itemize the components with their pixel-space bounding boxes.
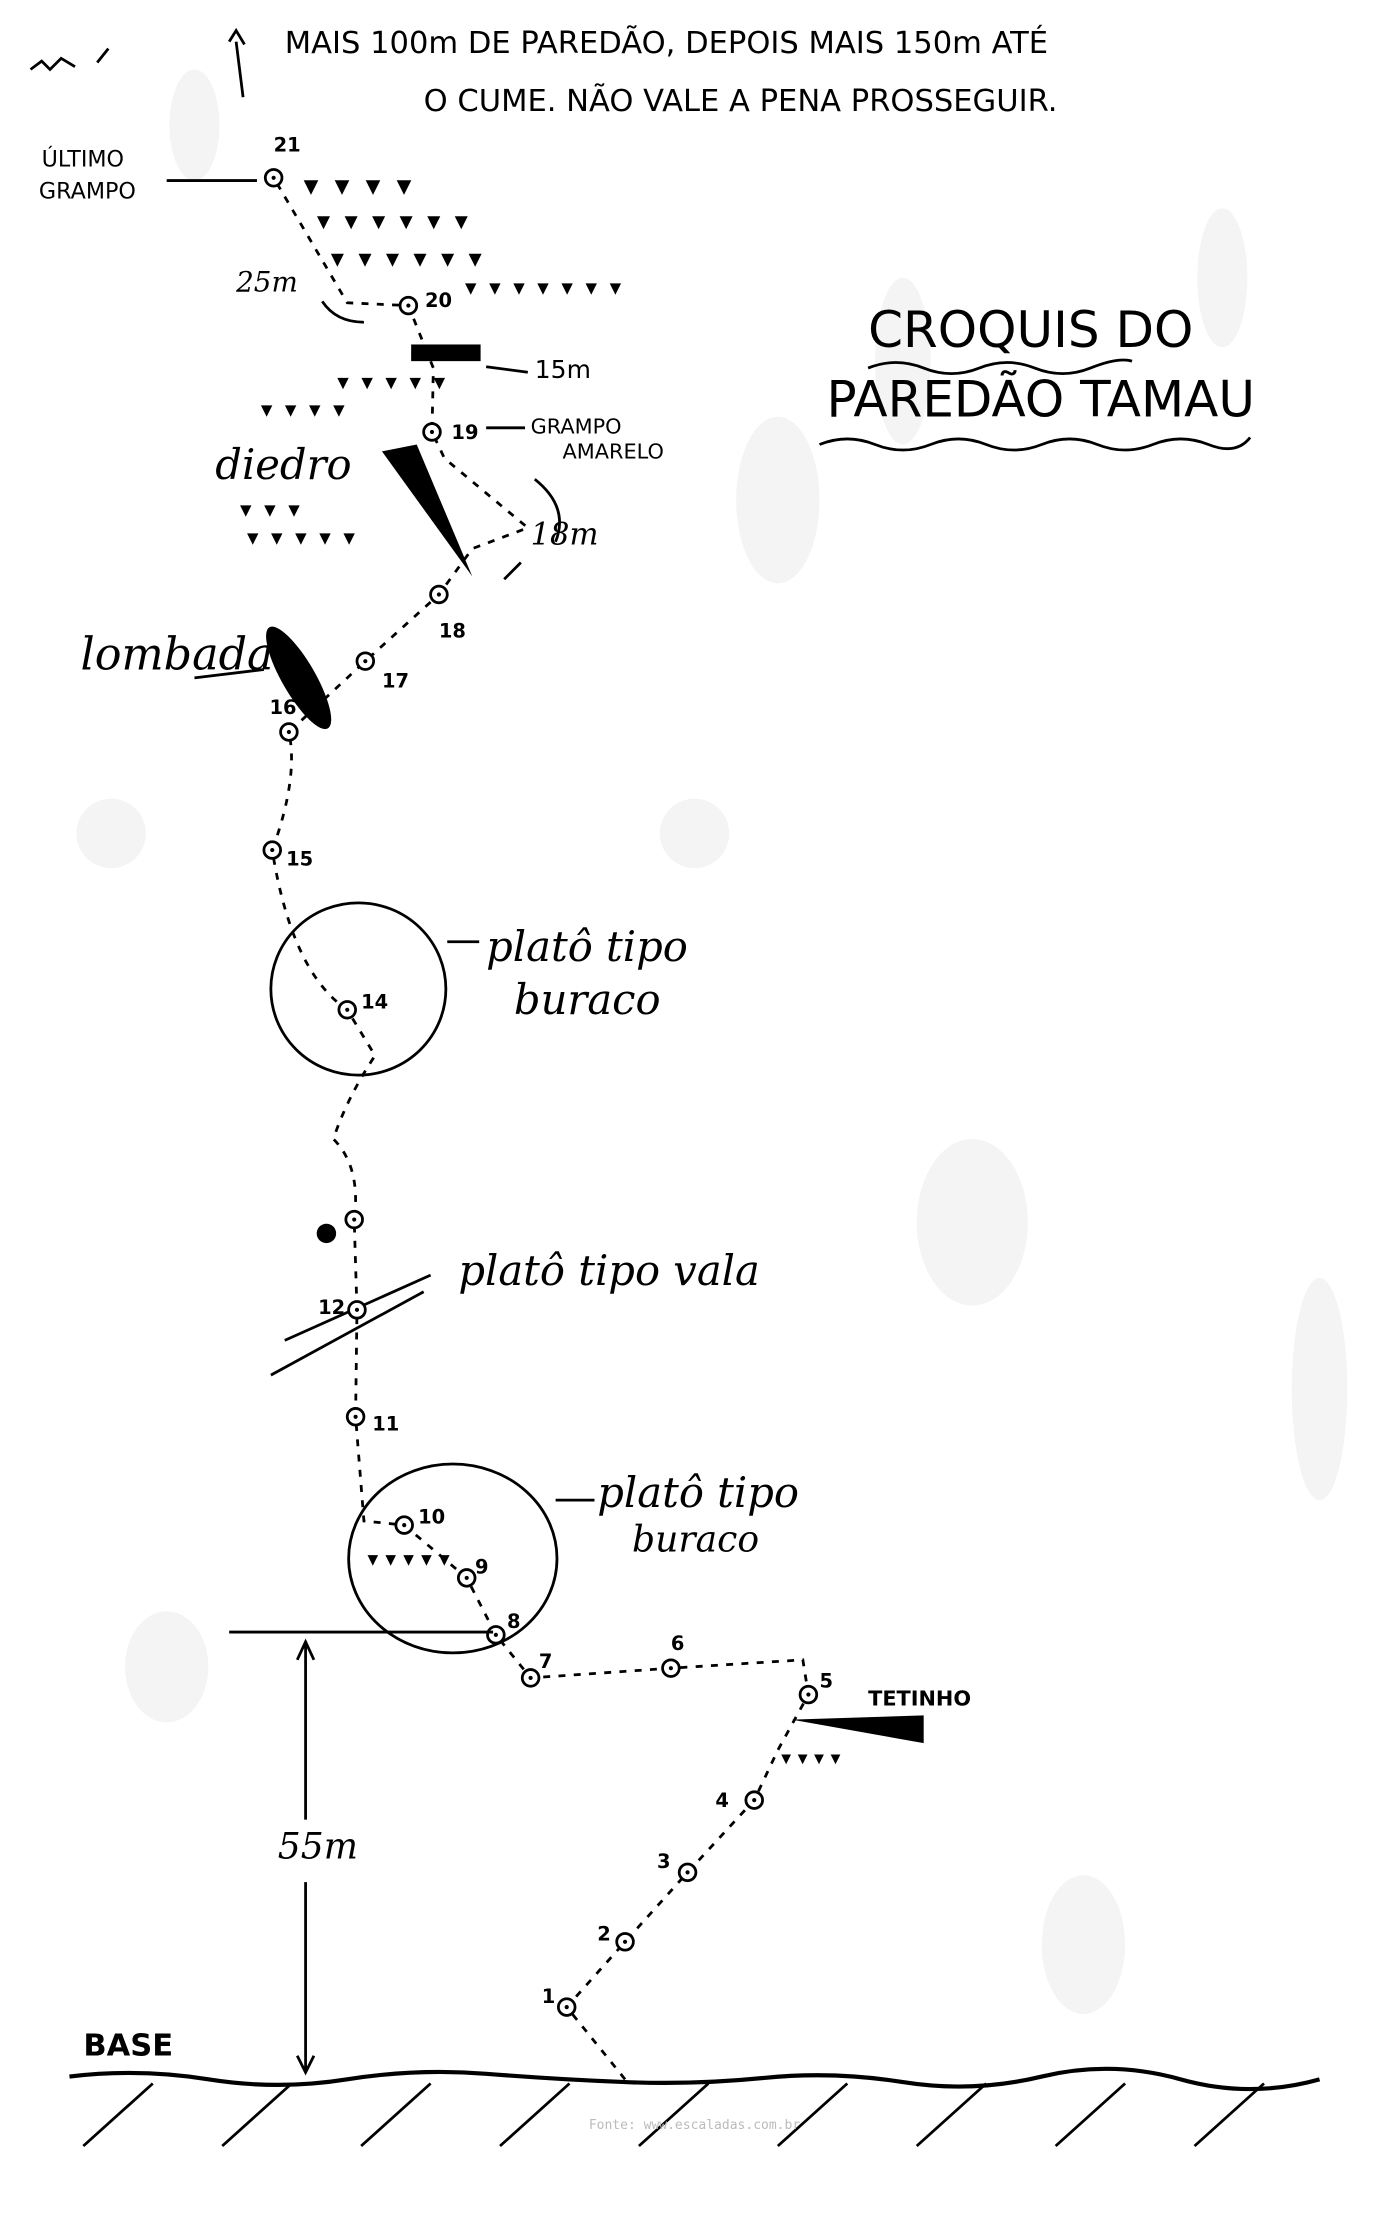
yellow-bolt-label-1: GRAMPO	[531, 414, 622, 438]
bolt-center	[528, 1675, 533, 1680]
svg-text:▼ ▼ ▼ ▼ ▼: ▼ ▼ ▼ ▼ ▼	[243, 528, 359, 549]
base-label: BASE	[83, 2029, 173, 2064]
route-line	[270, 177, 810, 2081]
bolt-number: 4	[715, 1789, 729, 1812]
plateau-hole-2-line-1: platô tipo	[597, 1468, 799, 1517]
note-line-1: MAIS 100m DE PAREDÃO, DEPOIS MAIS 150m A…	[285, 25, 1048, 61]
svg-text:▼ ▼ ▼ ▼: ▼ ▼ ▼ ▼	[299, 173, 417, 200]
bolt-number: 10	[418, 1506, 445, 1529]
plateau-ditch-label: platô tipo vala	[458, 1246, 759, 1295]
bolt-center	[270, 847, 275, 853]
bolt-center	[402, 1523, 407, 1528]
svg-text:▼▼▼▼▼: ▼▼▼▼▼	[364, 1549, 453, 1569]
distance-55m: 55m	[278, 1824, 358, 1867]
hump-feature	[266, 626, 332, 730]
bolt-center	[345, 1007, 350, 1012]
bolt-center	[286, 729, 291, 735]
bolt-number: 12	[318, 1296, 345, 1319]
bolt-number: 3	[657, 1850, 671, 1873]
roof-feature	[791, 1715, 924, 1744]
arrow-icon	[503, 478, 561, 581]
bolt-center	[668, 1666, 673, 1671]
roof-label: TETINHO	[868, 1687, 971, 1711]
bolt-number: 17	[382, 670, 409, 693]
plateau-hole-2-line-2: buraco	[632, 1518, 759, 1561]
source-footer: Fonte: www.escaladas.com.br	[588, 2118, 801, 2133]
title-line-2: PAREDÃO TAMAU	[826, 371, 1255, 429]
bolt-number: 7	[539, 1650, 553, 1673]
plateau-hole-upper	[269, 901, 448, 1077]
svg-text:▼▼▼▼: ▼▼▼▼	[778, 1749, 844, 1768]
svg-text:▼ ▼ ▼ ▼ ▼: ▼ ▼ ▼ ▼ ▼	[333, 373, 449, 394]
yellow-bolt-label-2: AMARELO	[563, 439, 664, 463]
bolt-center	[354, 1307, 360, 1312]
bolt-number: 16	[269, 696, 296, 719]
title-line-1: CROQUIS DO	[868, 301, 1193, 359]
bolt-center	[806, 1692, 811, 1697]
svg-text:▼ ▼ ▼ ▼: ▼ ▼ ▼ ▼	[257, 401, 349, 422]
svg-text:▼ ▼ ▼ ▼ ▼ ▼ ▼: ▼ ▼ ▼ ▼ ▼ ▼ ▼	[461, 278, 625, 299]
black-dot	[316, 1223, 337, 1244]
bolt-center	[493, 1632, 498, 1637]
bolt-number: 15	[286, 847, 313, 870]
svg-text:▼ ▼ ▼ ▼ ▼ ▼: ▼ ▼ ▼ ▼ ▼ ▼	[326, 247, 486, 272]
bolt-center	[685, 1870, 690, 1875]
bolt-number: 21	[274, 133, 301, 156]
bolt-center	[464, 1575, 469, 1580]
bolt-center	[352, 1217, 357, 1222]
bolt-center	[564, 2005, 569, 2010]
svg-text:▼ ▼ ▼ ▼ ▼ ▼: ▼ ▼ ▼ ▼ ▼ ▼	[313, 209, 473, 234]
dihedral-label: diedro	[215, 440, 351, 489]
plateau-hole-1-line-2: buraco	[514, 975, 661, 1024]
ledge	[411, 344, 481, 362]
height-arrow	[295, 1638, 316, 2076]
bolt-center	[429, 429, 435, 435]
bolt-number: 6	[671, 1632, 685, 1655]
arrow-icon	[485, 365, 529, 374]
bolt-number: 5	[820, 1670, 834, 1693]
last-bolt-label-1: ÚLTIMO	[42, 145, 124, 173]
bolt-center	[406, 303, 411, 308]
bolt-number: 19	[451, 421, 478, 444]
bolt-number: 9	[475, 1556, 489, 1579]
plateau-hole-lower	[347, 1462, 559, 1655]
bolt-center	[363, 659, 368, 664]
bolt-number: 18	[439, 620, 466, 643]
bolt-center	[353, 1414, 358, 1419]
ground-hatching	[82, 2082, 1265, 2148]
bolt-center	[436, 592, 442, 597]
bolt-number: 1	[542, 1985, 556, 2008]
title-underline-2	[818, 436, 1252, 452]
bolt-number: 2	[597, 1922, 611, 1945]
plateau-ditch	[270, 1273, 432, 1377]
birds-icon	[29, 47, 110, 72]
last-bolt-label-2: GRAMPO	[39, 179, 136, 205]
up-arrow-icon	[228, 27, 246, 98]
note-line-2: O CUME. NÃO VALE A PENA PROSSEGUIR.	[424, 83, 1058, 119]
distance-18m: 18m	[531, 517, 599, 552]
vegetation: ▼ ▼ ▼ ▼ ▼ ▼ ▼ ▼ ▼ ▼ ▼ ▼ ▼ ▼ ▼ ▼ ▼ ▼ ▼ ▼ ▼ …	[236, 173, 844, 1768]
arrow-icon	[321, 300, 364, 324]
bolt-number: 11	[372, 1413, 399, 1436]
dihedral-feature	[381, 444, 473, 577]
title-underline-1	[867, 358, 1133, 376]
arrow-icon	[194, 668, 265, 680]
plateau-hole-1-line-1: platô tipo	[486, 922, 688, 971]
distance-15m: 15m	[535, 355, 591, 384]
background-blobs	[76, 69, 1348, 2015]
bolt-number: 14	[361, 990, 388, 1013]
bolt-number: 20	[425, 289, 452, 312]
bolt-center	[752, 1798, 757, 1803]
ground-line	[69, 2066, 1321, 2092]
bolt-center	[622, 1939, 628, 1944]
bolt-number: 8	[507, 1610, 521, 1633]
svg-text:▼ ▼ ▼: ▼ ▼ ▼	[236, 501, 303, 522]
bolt-center	[271, 175, 276, 180]
distance-25m: 25m	[235, 266, 298, 299]
